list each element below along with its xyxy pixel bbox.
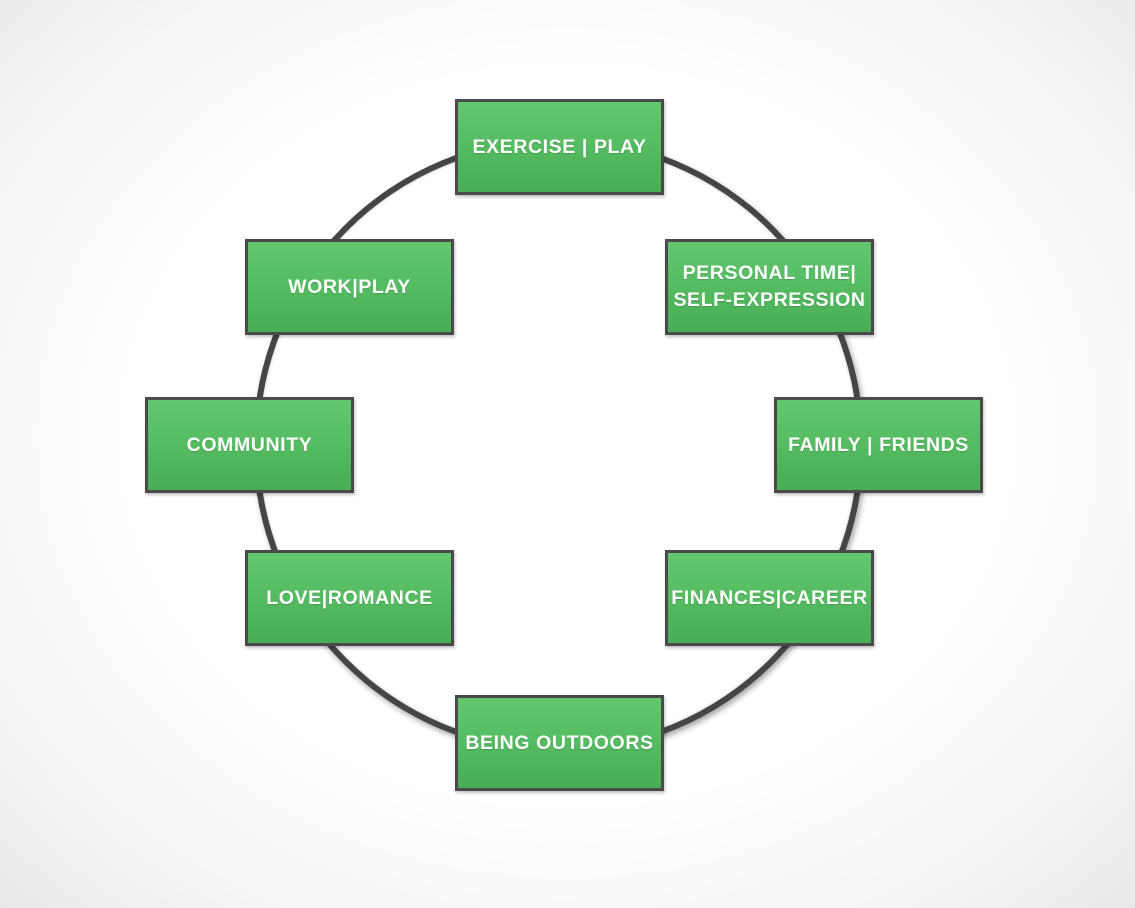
node-community-label: COMMUNITY <box>186 433 313 456</box>
node-work-play-label: WORK|PLAY <box>288 275 411 298</box>
node-exercise-play[interactable]: EXERCISE | PLAY <box>455 99 664 195</box>
node-finances-career-label: FINANCES|CAREER <box>671 586 868 609</box>
node-exercise-play-label: EXERCISE | PLAY <box>472 135 647 158</box>
node-work-play[interactable]: WORK|PLAY <box>245 239 454 335</box>
node-love-romance-label: LOVE|ROMANCE <box>266 586 433 609</box>
node-love-romance[interactable]: LOVE|ROMANCE <box>245 550 454 646</box>
node-finances-career[interactable]: FINANCES|CAREER <box>665 550 874 646</box>
node-family-friends-label: FAMILY | FRIENDS <box>788 433 969 456</box>
node-personal-time-self-expression[interactable]: PERSONAL TIME| SELF-EXPRESSION <box>665 239 874 335</box>
node-family-friends[interactable]: FAMILY | FRIENDS <box>774 397 983 493</box>
node-being-outdoors[interactable]: BEING OUTDOORS <box>455 695 664 791</box>
node-being-outdoors-label: BEING OUTDOORS <box>465 731 654 754</box>
node-personal-time-self-expression-label: PERSONAL TIME| SELF-EXPRESSION <box>673 262 866 311</box>
node-community[interactable]: COMMUNITY <box>145 397 354 493</box>
